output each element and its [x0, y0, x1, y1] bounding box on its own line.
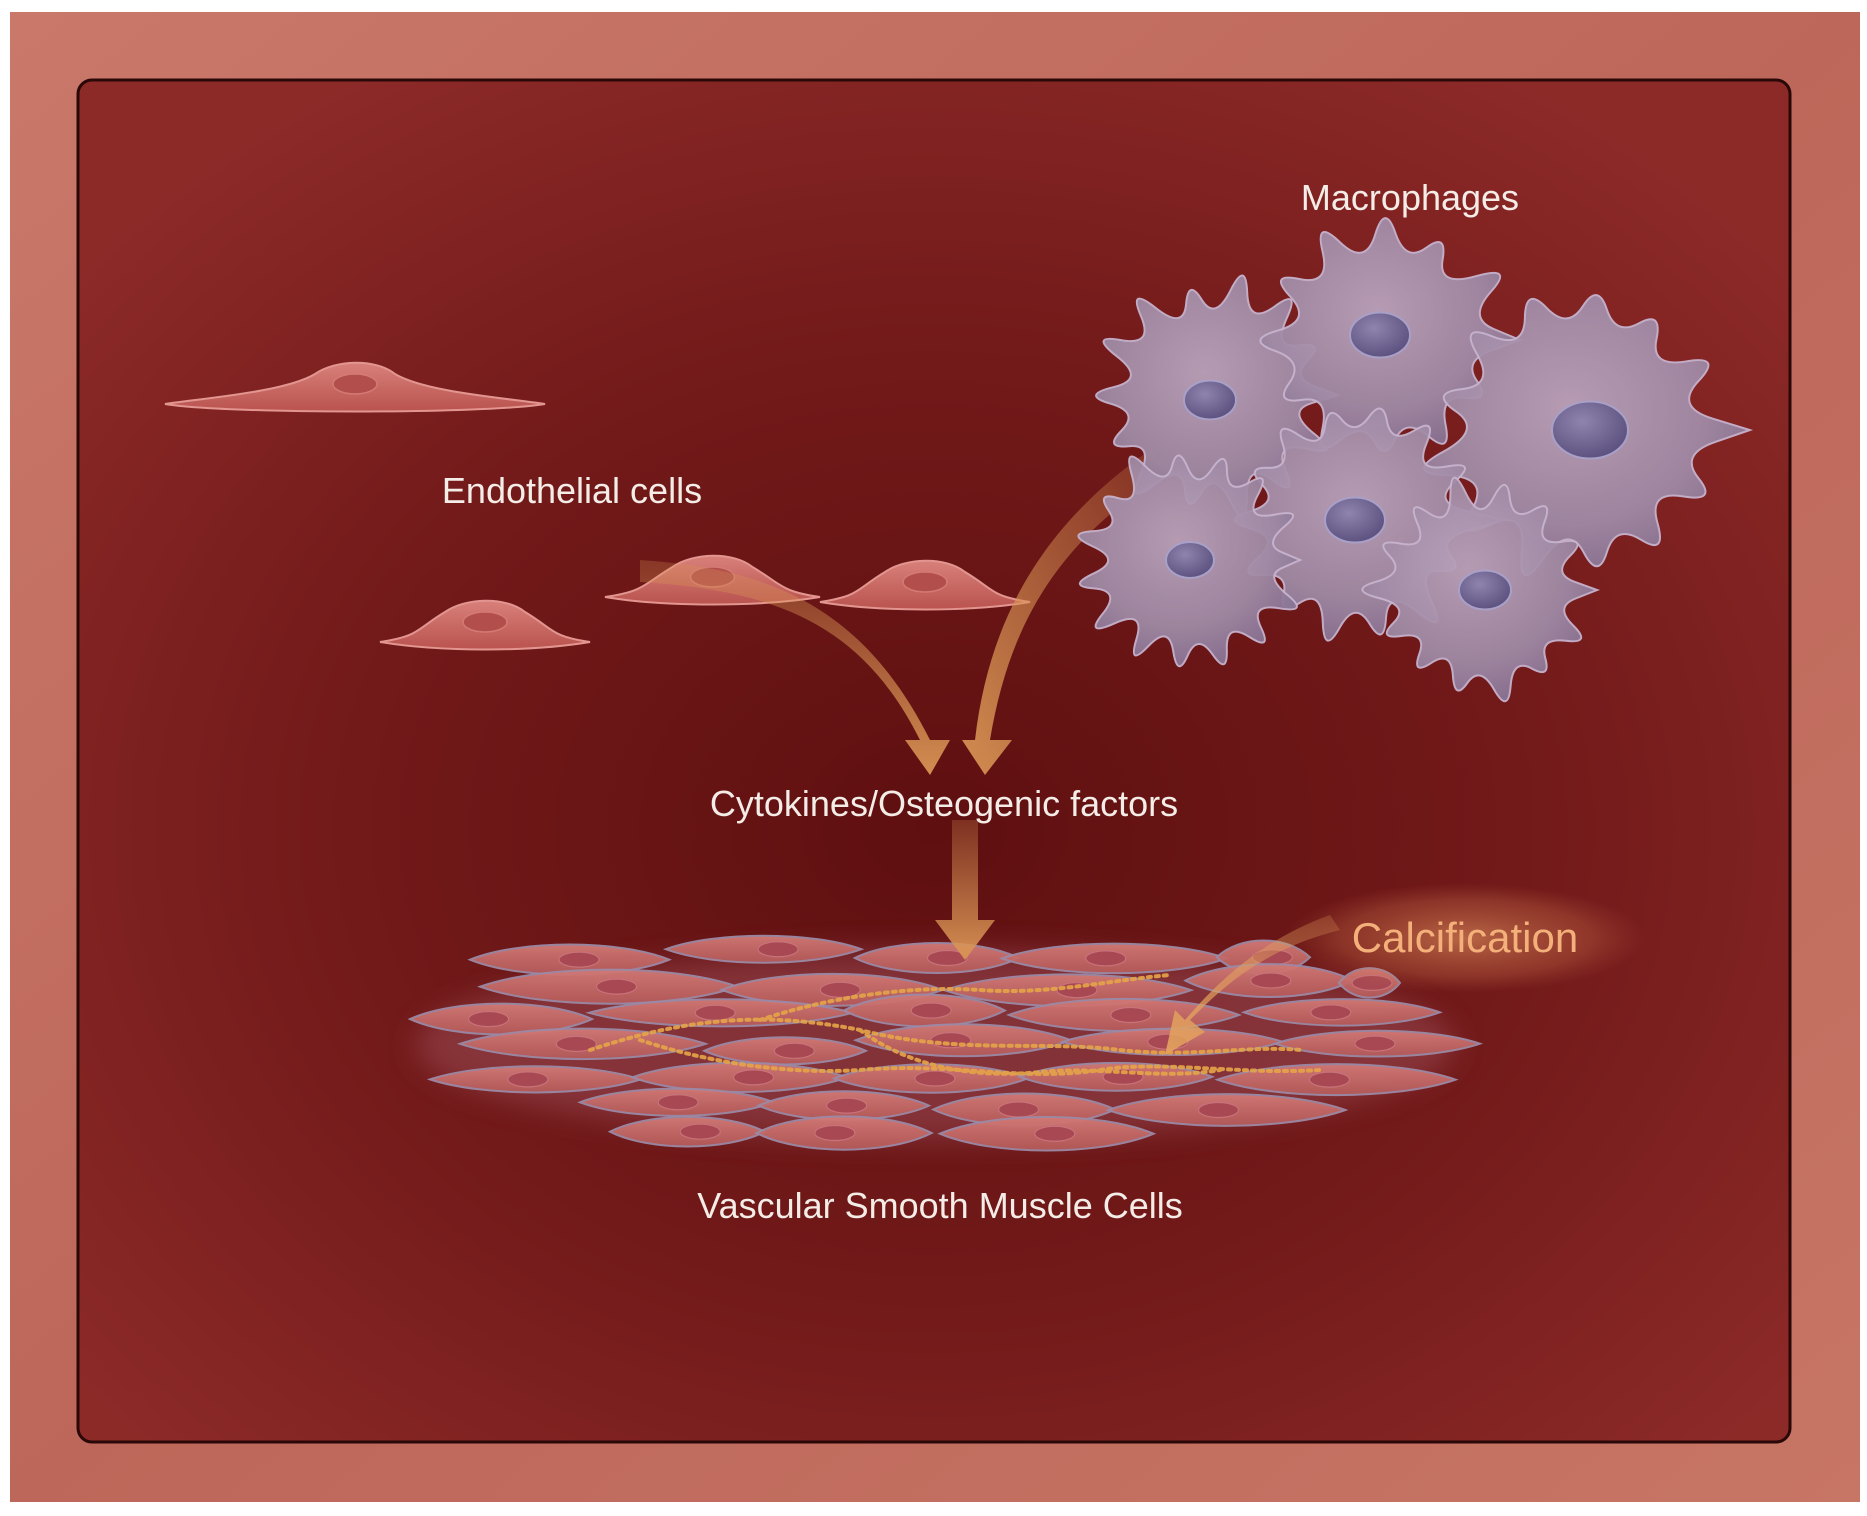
vsmc-nucleus	[1085, 950, 1127, 967]
vsmc-nucleus	[1110, 1006, 1152, 1024]
vsmc-nucleus	[914, 1070, 956, 1087]
calcium-deposits	[588, 973, 1322, 1076]
vsmc-nucleus	[679, 1123, 721, 1140]
endothelial-cell	[379, 599, 591, 651]
macrophage-nucleus	[1458, 569, 1512, 611]
vsmc-cell	[662, 934, 865, 964]
label-calcification: Calcification	[1352, 914, 1578, 961]
vsmc-nucleus	[814, 1124, 856, 1142]
macrophage-cell	[1077, 454, 1303, 668]
vsmc-nucleus	[1034, 1125, 1076, 1142]
vsmc-nucleus	[555, 1035, 597, 1052]
vsmc-cell	[756, 1090, 932, 1121]
vsmc-cell	[1105, 1093, 1349, 1127]
vsmc-cell	[754, 1115, 934, 1151]
vsmc-cell	[467, 943, 672, 976]
endothelial-nucleus	[462, 611, 508, 633]
vsmc-nucleus	[558, 951, 600, 968]
vsmc-cell	[998, 942, 1230, 975]
arrow-cytokines-to-vsmc	[935, 820, 995, 960]
vsmc-nucleus	[757, 941, 799, 958]
vsmc-nucleus	[694, 1004, 736, 1021]
label-vascular-smooth-muscle-cells: Vascular Smooth Muscle Cells	[697, 1185, 1183, 1226]
calcium-deposit-line	[588, 1017, 1302, 1055]
endothelial-cell	[819, 559, 1031, 611]
vsmc-nucleus	[819, 981, 861, 998]
vsmc-nucleus	[1250, 972, 1292, 989]
vsmc-nucleus	[910, 1002, 952, 1019]
endothelial-cell	[164, 361, 546, 413]
calcium-deposit-line	[758, 973, 1172, 1022]
label-endothelial-cells: Endothelial cells	[442, 470, 702, 511]
vsmc-cell	[456, 1027, 709, 1061]
vsmc-cell	[607, 1115, 768, 1148]
vsmc-cell	[937, 1116, 1157, 1152]
calcium-deposit-line	[858, 1028, 1222, 1076]
vsmc-nucleus	[732, 1069, 775, 1086]
macrophage-nucleus	[1183, 379, 1237, 421]
macrophage-cell	[1361, 476, 1601, 703]
vsmc-cell	[701, 1036, 869, 1066]
vsmc-nucleus	[1354, 1035, 1396, 1052]
calcification-glow	[1285, 883, 1645, 993]
vsmc-cell	[841, 993, 1008, 1028]
label-cytokines-osteogenic-factors: Cytokines/Osteogenic factors	[710, 783, 1178, 824]
macrophage-nucleus	[1165, 541, 1215, 579]
calcium-deposit-line	[638, 1038, 1322, 1076]
macrophage-nucleus	[1551, 400, 1629, 460]
vsmc-nucleus	[507, 1071, 549, 1088]
vsmc-nucleus	[1310, 1004, 1352, 1021]
vsmc-nucleus	[926, 949, 969, 967]
endothelial-nucleus	[332, 373, 378, 395]
vsmc-nucleus	[467, 1010, 510, 1028]
endothelial-nucleus	[902, 571, 948, 593]
macrophages	[1077, 217, 1754, 703]
arrow-endothelial-to-cytokines	[640, 560, 950, 775]
vsmc-cell	[1271, 1029, 1484, 1058]
vsmc-cell	[1240, 998, 1443, 1027]
vsmc-cell	[407, 1002, 595, 1036]
vsmc-nucleus	[773, 1042, 815, 1059]
vsmc-nucleus	[657, 1094, 699, 1111]
vsmc-cell	[426, 1065, 644, 1094]
macrophage-nucleus	[1349, 311, 1411, 359]
vsmc-nucleus	[595, 978, 638, 995]
vsmc-nucleus	[826, 1097, 868, 1114]
vsmc-nucleus	[1308, 1071, 1351, 1088]
label-macrophages: Macrophages	[1301, 177, 1519, 218]
macrophage-nucleus	[1324, 496, 1386, 544]
vsmc-nucleus	[997, 1101, 1040, 1118]
vsmc-nucleus	[1197, 1101, 1240, 1119]
